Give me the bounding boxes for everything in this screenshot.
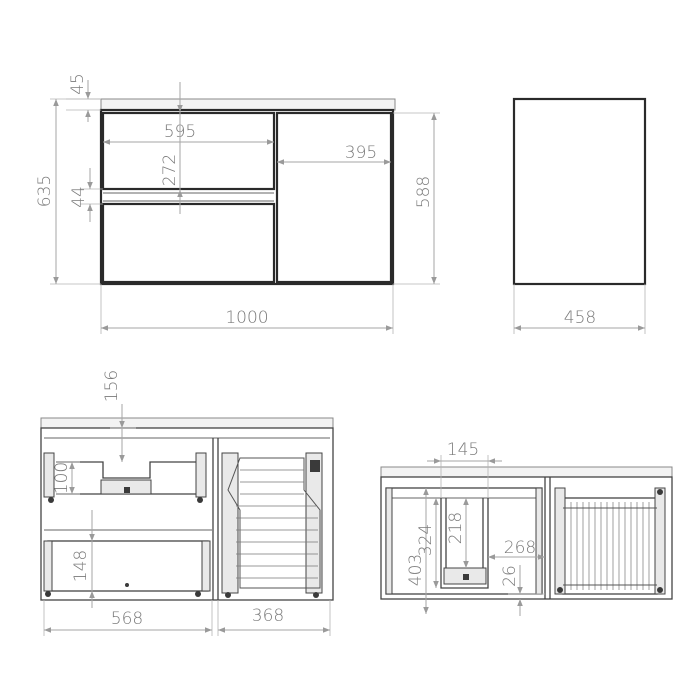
front-view: 45 595 272 635 44 395 588 1000 (35, 73, 440, 334)
dim-gap: 44 (69, 186, 89, 208)
dim-cutout-height: 218 (446, 512, 466, 544)
dim-total-width: 1000 (225, 308, 268, 328)
dim-pullout-depth: 268 (504, 538, 536, 558)
dim-drawer-height: 272 (160, 154, 180, 186)
dim-inner-height-a: 403 (406, 554, 426, 586)
interior-side-carcass (380, 476, 673, 600)
interior-side-countertop (380, 466, 673, 478)
countertop (100, 98, 396, 111)
dim-door-width: 395 (345, 143, 377, 163)
dim-upper-drawer-height: 100 (52, 462, 72, 494)
upper-drawer-front (101, 111, 276, 191)
side-pullout-basket (554, 487, 666, 595)
pullout-basket (221, 452, 323, 598)
interior-front-view: 156 100 148 568 368 (40, 370, 334, 636)
cabinet-carcass (99, 108, 395, 286)
dim-top-thickness: 45 (68, 73, 88, 95)
door-front (275, 111, 393, 284)
dim-total-height: 635 (35, 175, 55, 207)
lower-drawer-box (43, 529, 212, 597)
dim-depth: 458 (564, 308, 596, 328)
side-panel (512, 97, 647, 286)
side-view: 458 (512, 97, 647, 334)
dim-lower-drawer-height: 148 (71, 550, 91, 582)
dim-top-clearance: 156 (102, 370, 122, 402)
interior-carcass (40, 427, 334, 601)
dim-drawer-inner-width: 568 (111, 609, 143, 629)
interior-side-view: 145 218 403 324 268 26 (380, 440, 673, 616)
dim-inner-height-b: 324 (416, 524, 436, 556)
lower-drawer-front (101, 202, 276, 284)
dim-cutout-width: 145 (447, 440, 479, 460)
dim-pullout-width: 368 (252, 606, 284, 626)
dim-door-height: 588 (414, 176, 434, 208)
dim-bottom-clearance: 26 (500, 565, 520, 587)
interior-countertop (40, 417, 334, 429)
